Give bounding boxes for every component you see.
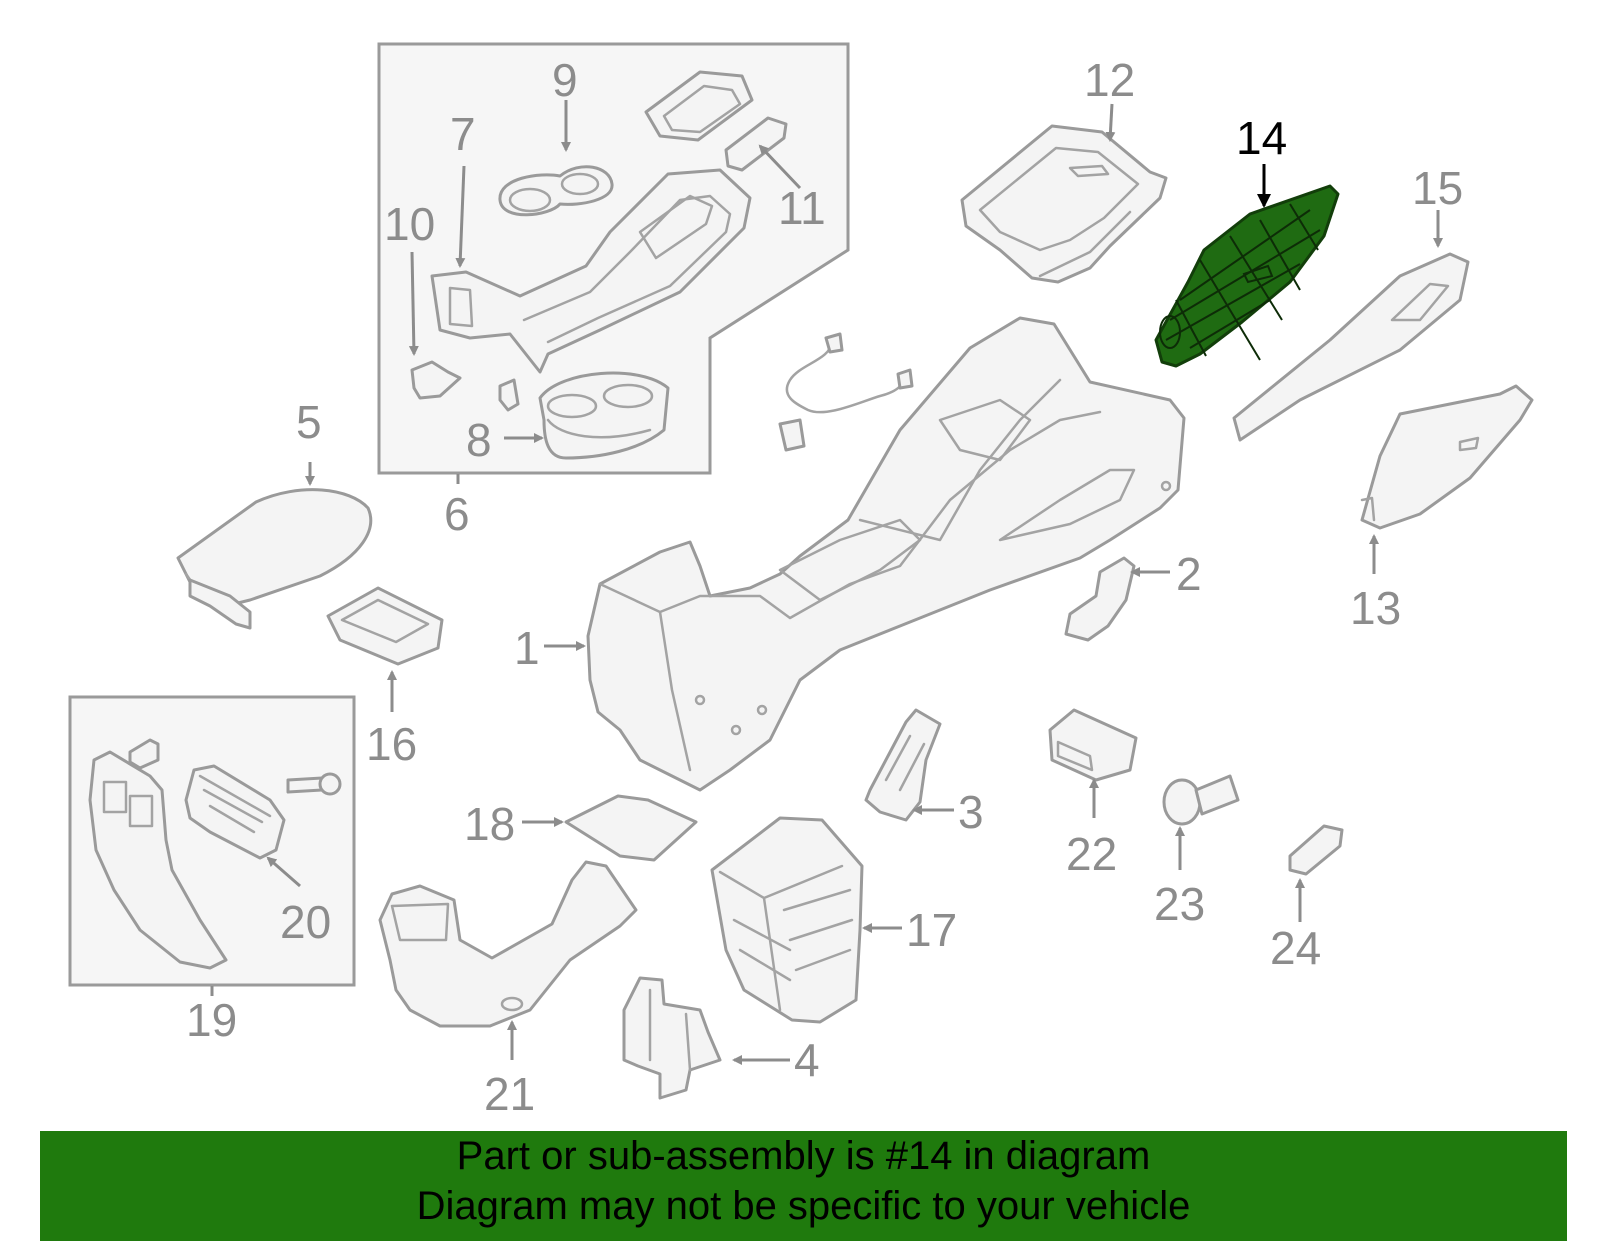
callout-3: 3 <box>958 786 984 838</box>
leader-lines <box>210 100 1443 1065</box>
callout-labels: 1 2 3 4 5 6 7 8 9 10 11 12 13 14 15 16 1… <box>186 54 1463 1120</box>
callout-13: 13 <box>1350 582 1401 634</box>
part-13-panel <box>1360 384 1534 530</box>
part-1-console <box>586 316 1186 792</box>
part-11 <box>724 116 788 172</box>
part-7-panel <box>430 168 752 374</box>
callout-23: 23 <box>1154 878 1205 930</box>
part-9-ring <box>498 165 614 217</box>
part-10-clip <box>410 360 462 400</box>
callout-4: 4 <box>794 1034 820 1086</box>
callout-11: 11 <box>778 182 826 234</box>
callout-6: 6 <box>444 488 470 540</box>
part-2-bracket <box>1064 556 1136 642</box>
callout-14: 14 <box>1236 112 1287 164</box>
banner-line-part: Part or sub-assembly is #14 in diagram <box>456 1134 1151 1178</box>
callout-2: 2 <box>1176 548 1202 600</box>
callout-5: 5 <box>296 396 322 448</box>
part-19-panel <box>88 738 228 970</box>
part-bolt <box>286 772 342 796</box>
callout-22: 22 <box>1066 828 1117 880</box>
callout-9: 9 <box>552 54 578 106</box>
callout-8: 8 <box>466 414 492 466</box>
part-14-highlighted <box>1154 184 1340 368</box>
part-23-socket <box>1162 774 1240 826</box>
part-16-tray <box>326 586 444 666</box>
callout-18: 18 <box>464 798 515 850</box>
part-small-clip <box>498 378 520 412</box>
part-12-bin <box>960 124 1168 284</box>
part-4-bracket <box>622 976 722 1100</box>
callout-10: 10 <box>384 198 435 250</box>
callout-19: 19 <box>186 994 237 1046</box>
part-20-vent <box>184 764 286 860</box>
callout-15: 15 <box>1412 162 1463 214</box>
part-5-armrest <box>176 488 373 630</box>
part-17-basket <box>710 816 864 1024</box>
part-18-pad <box>564 794 698 862</box>
part-3-bracket <box>864 708 942 822</box>
callout-7: 7 <box>450 108 476 160</box>
callout-16: 16 <box>366 718 417 770</box>
part-21-duct <box>378 860 638 1028</box>
callout-17: 17 <box>906 904 957 956</box>
part-8-cupholder <box>538 371 670 460</box>
callout-24: 24 <box>1270 922 1321 974</box>
banner-line-disclaimer: Diagram may not be specific to your vehi… <box>416 1184 1191 1228</box>
callout-12: 12 <box>1084 54 1135 106</box>
info-banner: Part or sub-assembly is #14 in diagram D… <box>40 1131 1567 1241</box>
callout-20: 20 <box>280 896 331 948</box>
part-22-switch <box>1048 708 1138 782</box>
part-shift-bezel <box>644 70 754 142</box>
part-wiring-harness <box>778 332 914 452</box>
callout-21: 21 <box>484 1068 535 1120</box>
part-15-trim <box>1232 252 1470 442</box>
part-24-usb <box>1288 824 1344 876</box>
callout-1: 1 <box>514 622 540 674</box>
